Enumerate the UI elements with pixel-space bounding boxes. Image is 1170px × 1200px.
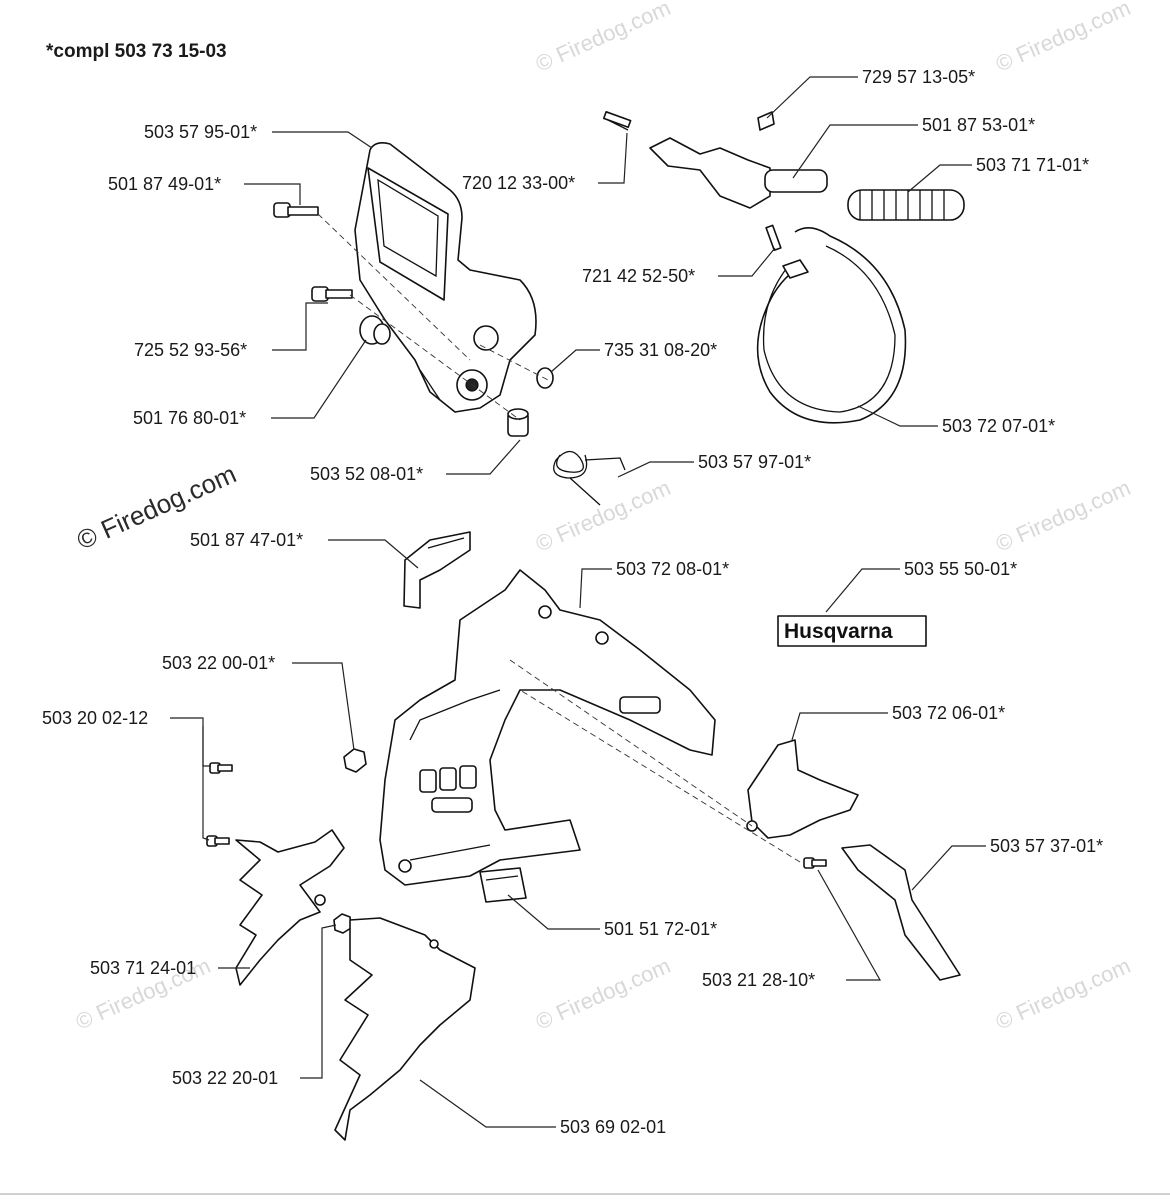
part-label: 503 20 02-12	[42, 708, 148, 728]
part-label: 503 71 71-01*	[976, 155, 1089, 175]
part-label: 729 57 13-05*	[862, 67, 975, 87]
bracket-part	[746, 739, 859, 839]
part-label: 501 51 72-01*	[604, 919, 717, 939]
watermark-group: © Firedog.com © Firedog.com © Firedog.co…	[72, 0, 1134, 1035]
part-label: 503 69 02-01	[560, 1117, 666, 1137]
watermark: © Firedog.com	[992, 953, 1134, 1035]
pad-part	[479, 867, 527, 903]
guide-plate-part	[841, 844, 961, 981]
chain-cover-part	[379, 569, 716, 886]
part-label: 725 52 93-56*	[134, 340, 247, 360]
part-label: 501 87 47-01*	[190, 530, 303, 550]
nut-part	[333, 913, 352, 934]
part-label: 503 57 95-01*	[144, 122, 257, 142]
watermark: © Firedog.com	[992, 0, 1134, 77]
part-label: 501 87 49-01*	[108, 174, 221, 194]
coil-spring-part	[847, 189, 965, 221]
torsion-spring-part	[553, 450, 626, 506]
bolt-part	[273, 202, 319, 218]
decal-part: Husqvarna	[777, 615, 927, 647]
part-label: 503 21 28-10*	[702, 970, 815, 990]
part-label: 503 72 06-01*	[892, 703, 1005, 723]
part-label: 501 87 53-01*	[922, 115, 1035, 135]
part-label: 503 71 24-01	[90, 958, 196, 978]
part-label: 501 76 80-01*	[133, 408, 246, 428]
part-labels: 729 57 13-05* 501 87 53-01* 503 57 95-01…	[42, 67, 1103, 1137]
hand-guard-part	[354, 142, 537, 413]
spike-part	[334, 917, 476, 1141]
brake-band-part	[756, 227, 907, 424]
part-label: 735 31 08-20*	[604, 340, 717, 360]
clip-part	[403, 531, 471, 609]
bottom-divider	[0, 1193, 1170, 1195]
watermark: © Firedog.com	[532, 953, 674, 1035]
watermark: © Firedog.com	[532, 475, 674, 557]
watermark: © Firedog.com	[992, 475, 1134, 557]
part-label: 503 22 20-01	[172, 1068, 278, 1088]
part-label: 720 12 33-00*	[462, 173, 575, 193]
part-label: 503 55 50-01*	[904, 559, 1017, 579]
leader-lines	[170, 76, 986, 1128]
bushing-part	[359, 315, 391, 345]
screw-part	[311, 286, 353, 302]
part-label: 503 22 00-01*	[162, 653, 275, 673]
screw-part	[803, 857, 827, 869]
page-title: *compl 503 73 15-03	[46, 41, 227, 62]
watermark: © Firedog.com	[532, 0, 674, 77]
part-label: 503 57 37-01*	[990, 836, 1103, 856]
sleeve-part	[507, 408, 529, 437]
part-label: 503 52 08-01*	[310, 464, 423, 484]
part-label: 503 72 08-01*	[616, 559, 729, 579]
part-label: 503 72 07-01*	[942, 416, 1055, 436]
nut-part	[343, 748, 367, 773]
assembly-lines	[317, 213, 801, 863]
brake-lever-part	[602, 110, 828, 209]
part-label: 721 42 52-50*	[582, 266, 695, 286]
bumper-spike-part	[206, 762, 345, 986]
part-label: 503 57 97-01*	[698, 452, 811, 472]
husqvarna-logo: Husqvarna	[784, 620, 893, 643]
pin-part	[765, 224, 782, 252]
